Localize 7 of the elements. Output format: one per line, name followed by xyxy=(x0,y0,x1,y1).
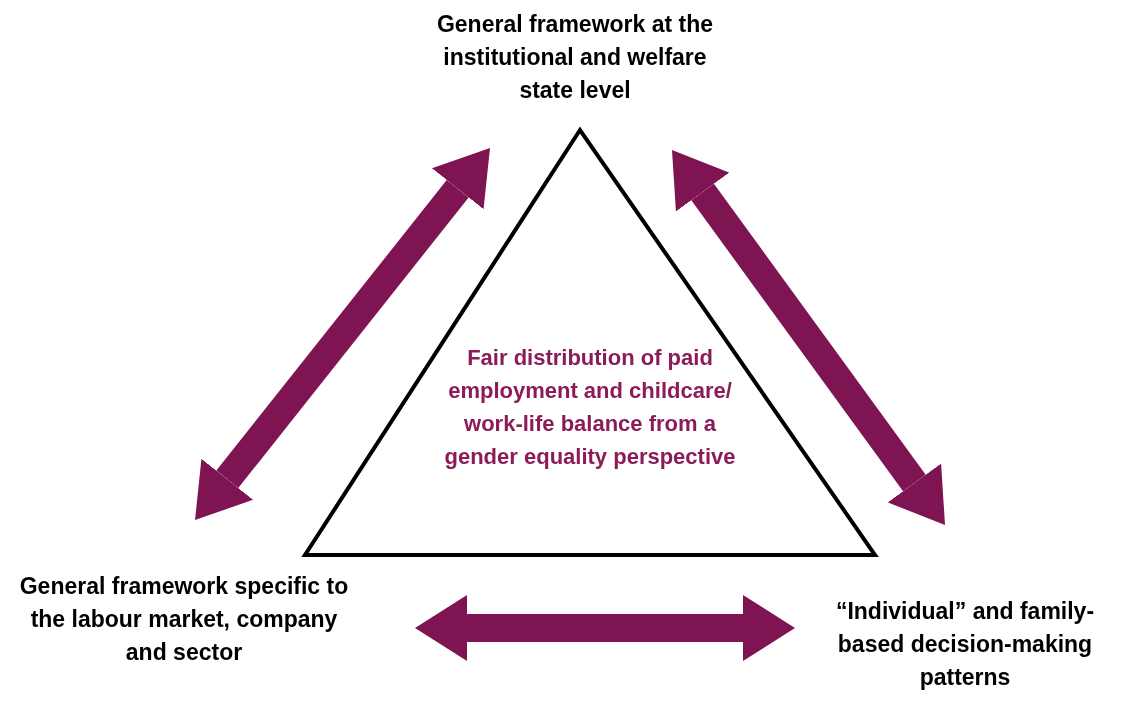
double-arrow xyxy=(195,148,490,520)
double-arrow xyxy=(672,150,945,525)
center-text: Fair distribution of paid employment and childcare/ work-life balance from a gender equality perspective xyxy=(443,344,737,471)
corner-label: General framework at the institutional and welfare state level xyxy=(435,10,715,105)
double-arrow xyxy=(415,595,795,661)
corner-label: General framework specific to the labour market, company and sector xyxy=(18,572,350,667)
corner-label: “Individual” and family-based decision-making patterns xyxy=(834,597,1096,692)
